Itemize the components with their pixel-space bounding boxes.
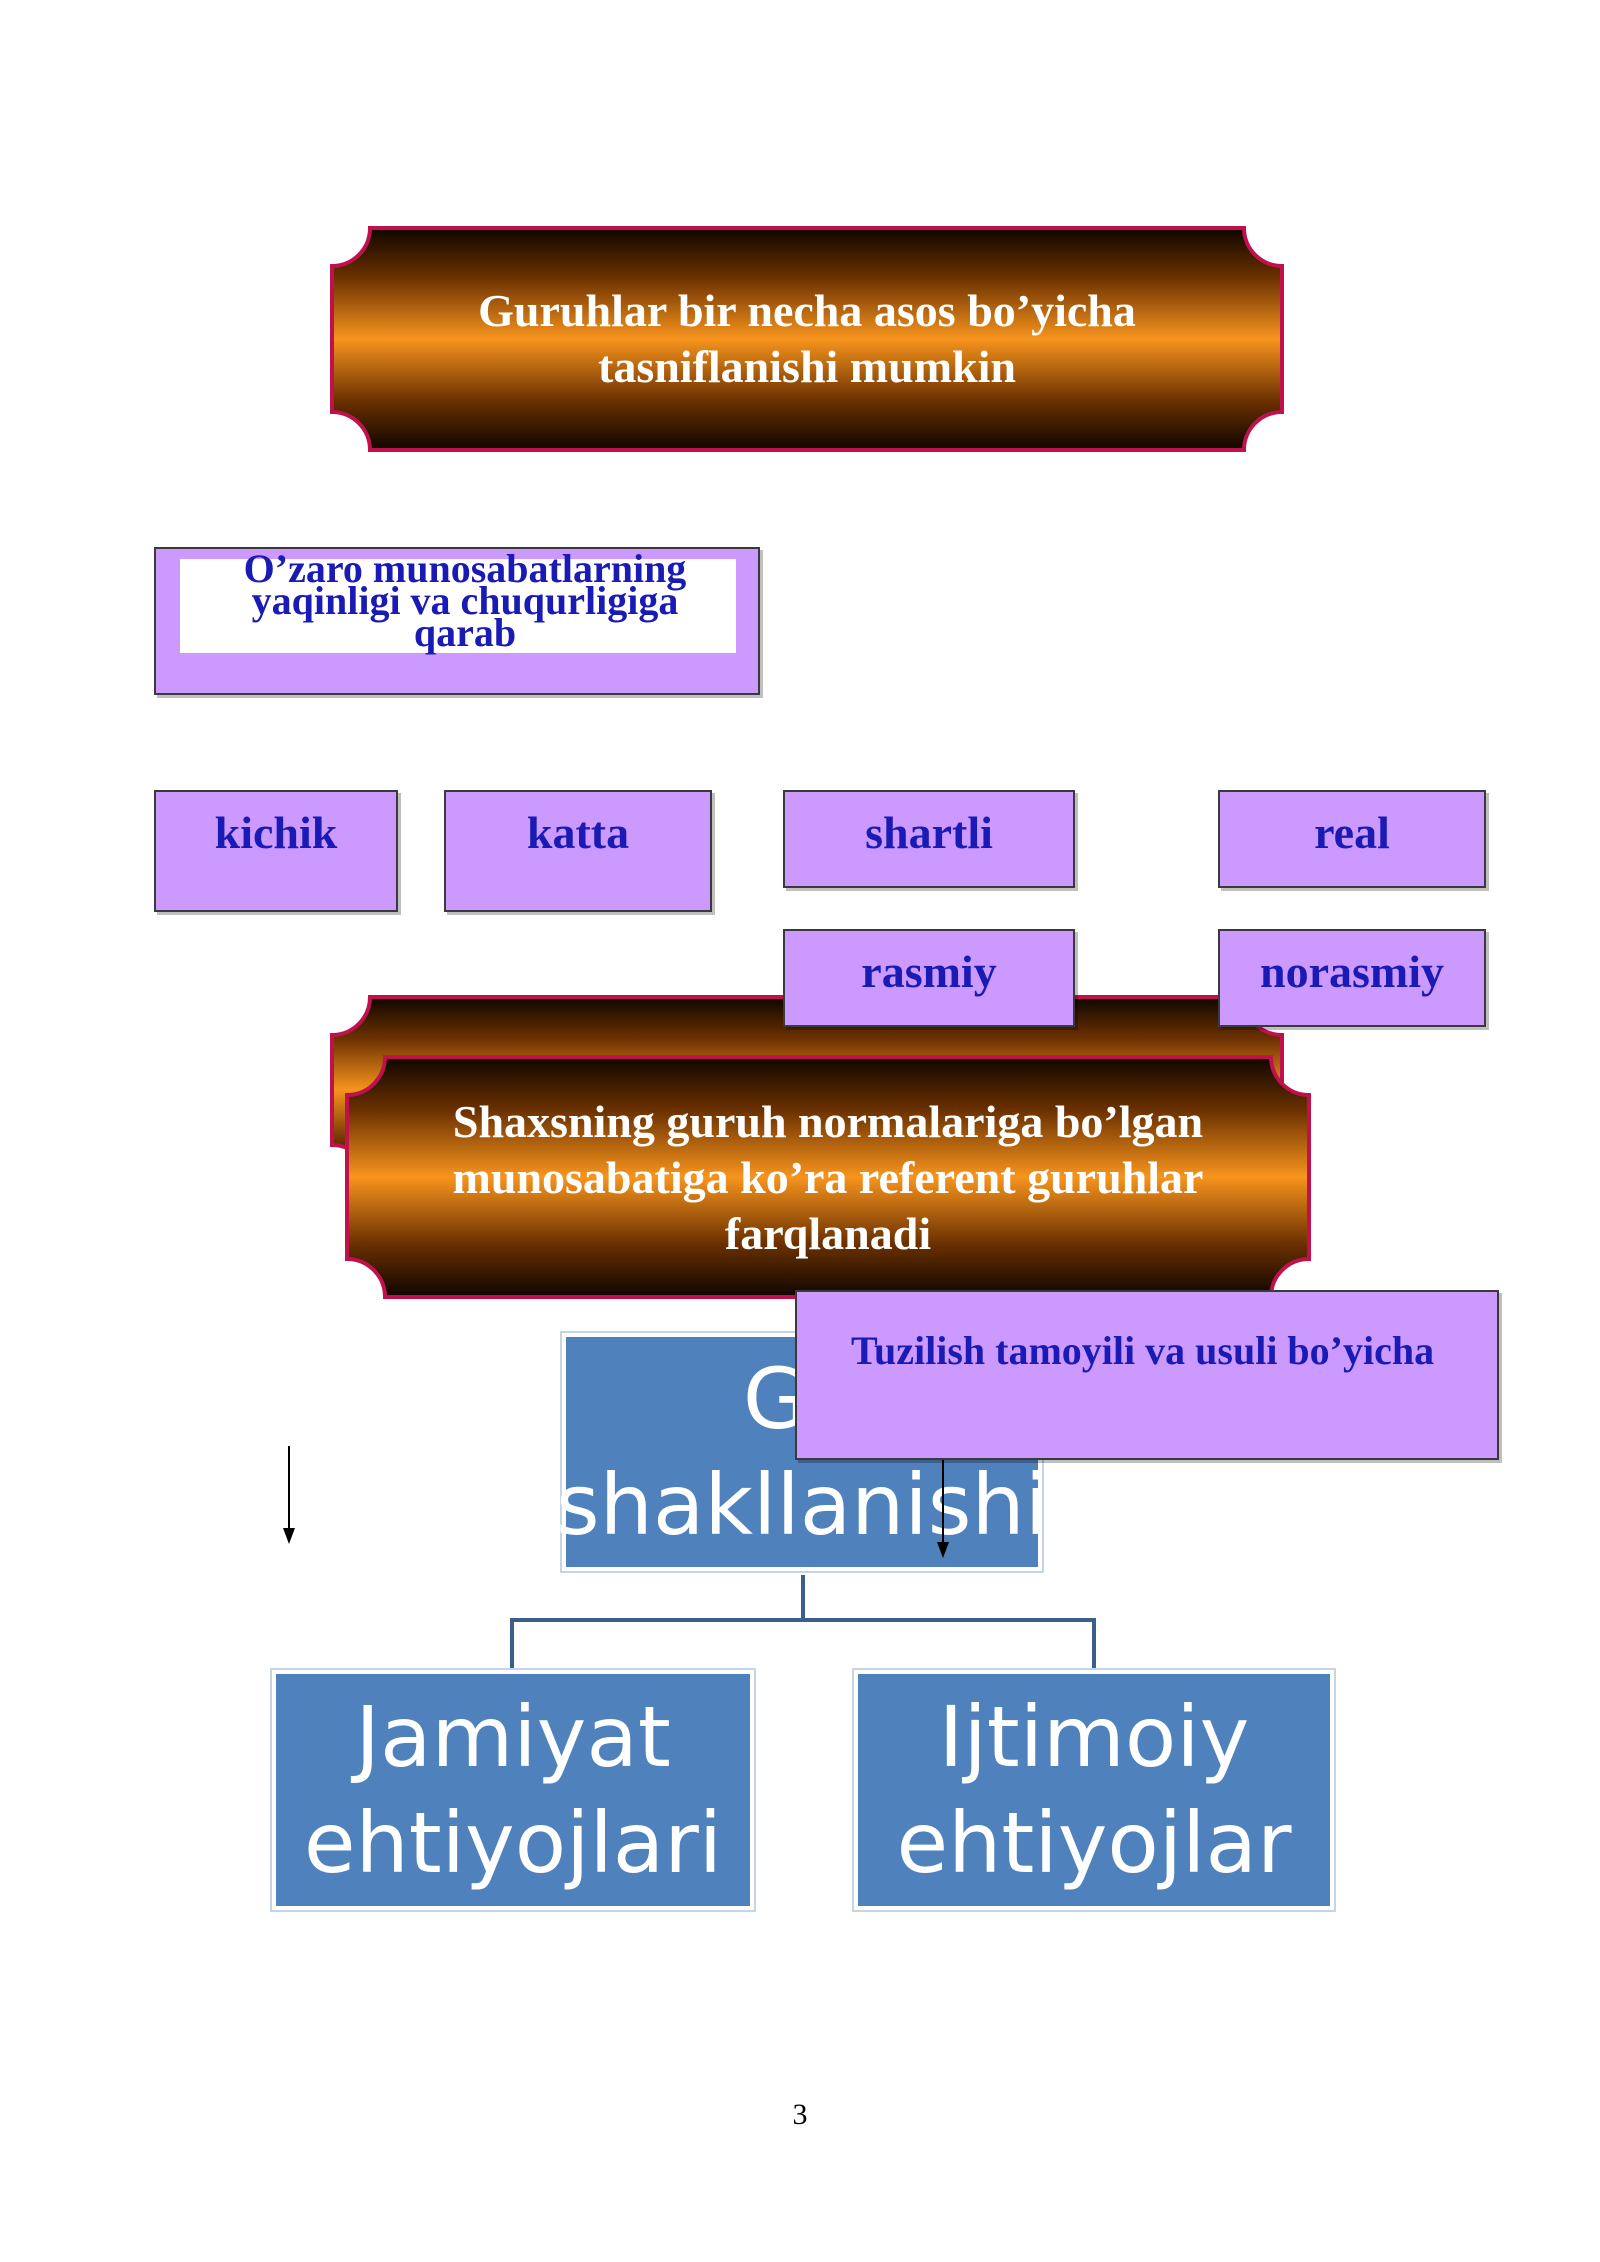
relations-box: O’zaro munosabatlarning yaqinligi va chu…: [154, 547, 760, 695]
middle-banner-line-1: Shaxsning guruh normalariga bo’lgan: [452, 1096, 1204, 1147]
tree-connector-vertical-left: [510, 1618, 514, 1670]
tree-left-line-2: ehtiyojlari: [303, 1794, 723, 1892]
tree-root-line-2: shakllanishi: [555, 1456, 1049, 1554]
tree-connector-vertical-root: [801, 1575, 805, 1620]
relations-box-inner: [180, 559, 736, 653]
structure-box: Tuzilish tamoyili va usuli bo’yicha: [795, 1290, 1499, 1460]
category-real: real: [1218, 790, 1486, 888]
category-kichik: kichik: [154, 790, 398, 912]
tree-right-box: Ijtimoiy ehtiyojlar: [854, 1670, 1334, 1910]
tree-right-line-1: Ijtimoiy: [938, 1688, 1250, 1786]
tree-connector-vertical-right: [1092, 1618, 1096, 1670]
structure-box-label: Tuzilish tamoyili va usuli bo’yicha: [851, 1328, 1435, 1373]
top-banner-shape: [330, 226, 1284, 452]
top-banner-title: Guruhlar bir necha asos bo’yicha tasnifl…: [330, 226, 1284, 452]
middle-banner-line-3: farqlanadi: [724, 1208, 932, 1259]
page-number: 3: [792, 2098, 808, 2131]
category-norasmiy: norasmiy: [1218, 929, 1486, 1027]
tree-right-line-2: ehtiyojlar: [896, 1794, 1292, 1892]
middle-banner-line-2: munosabatiga ko’ra referent guruhlar: [452, 1152, 1204, 1203]
top-banner-line-1: Guruhlar bir necha asos bo’yicha: [478, 285, 1136, 336]
relations-box-label: O’zaro munosabatlarning yaqinligi va chu…: [243, 546, 687, 655]
tree-left-line-1: Jamiyat: [355, 1688, 671, 1786]
category-rasmiy: rasmiy: [783, 929, 1075, 1027]
middle-banner-title: Shaxsning guruh normalariga bo’lgan muno…: [345, 1068, 1311, 1288]
category-katta: katta: [444, 790, 712, 912]
down-arrow-left: [283, 1446, 295, 1544]
down-arrow-middle: [937, 1460, 949, 1558]
tree-left-box: Jamiyat ehtiyojlari: [272, 1670, 754, 1910]
tree-connector-horizontal: [510, 1618, 1096, 1622]
top-banner-line-2: tasniflanishi mumkin: [598, 341, 1016, 392]
category-shartli: shartli: [783, 790, 1075, 888]
